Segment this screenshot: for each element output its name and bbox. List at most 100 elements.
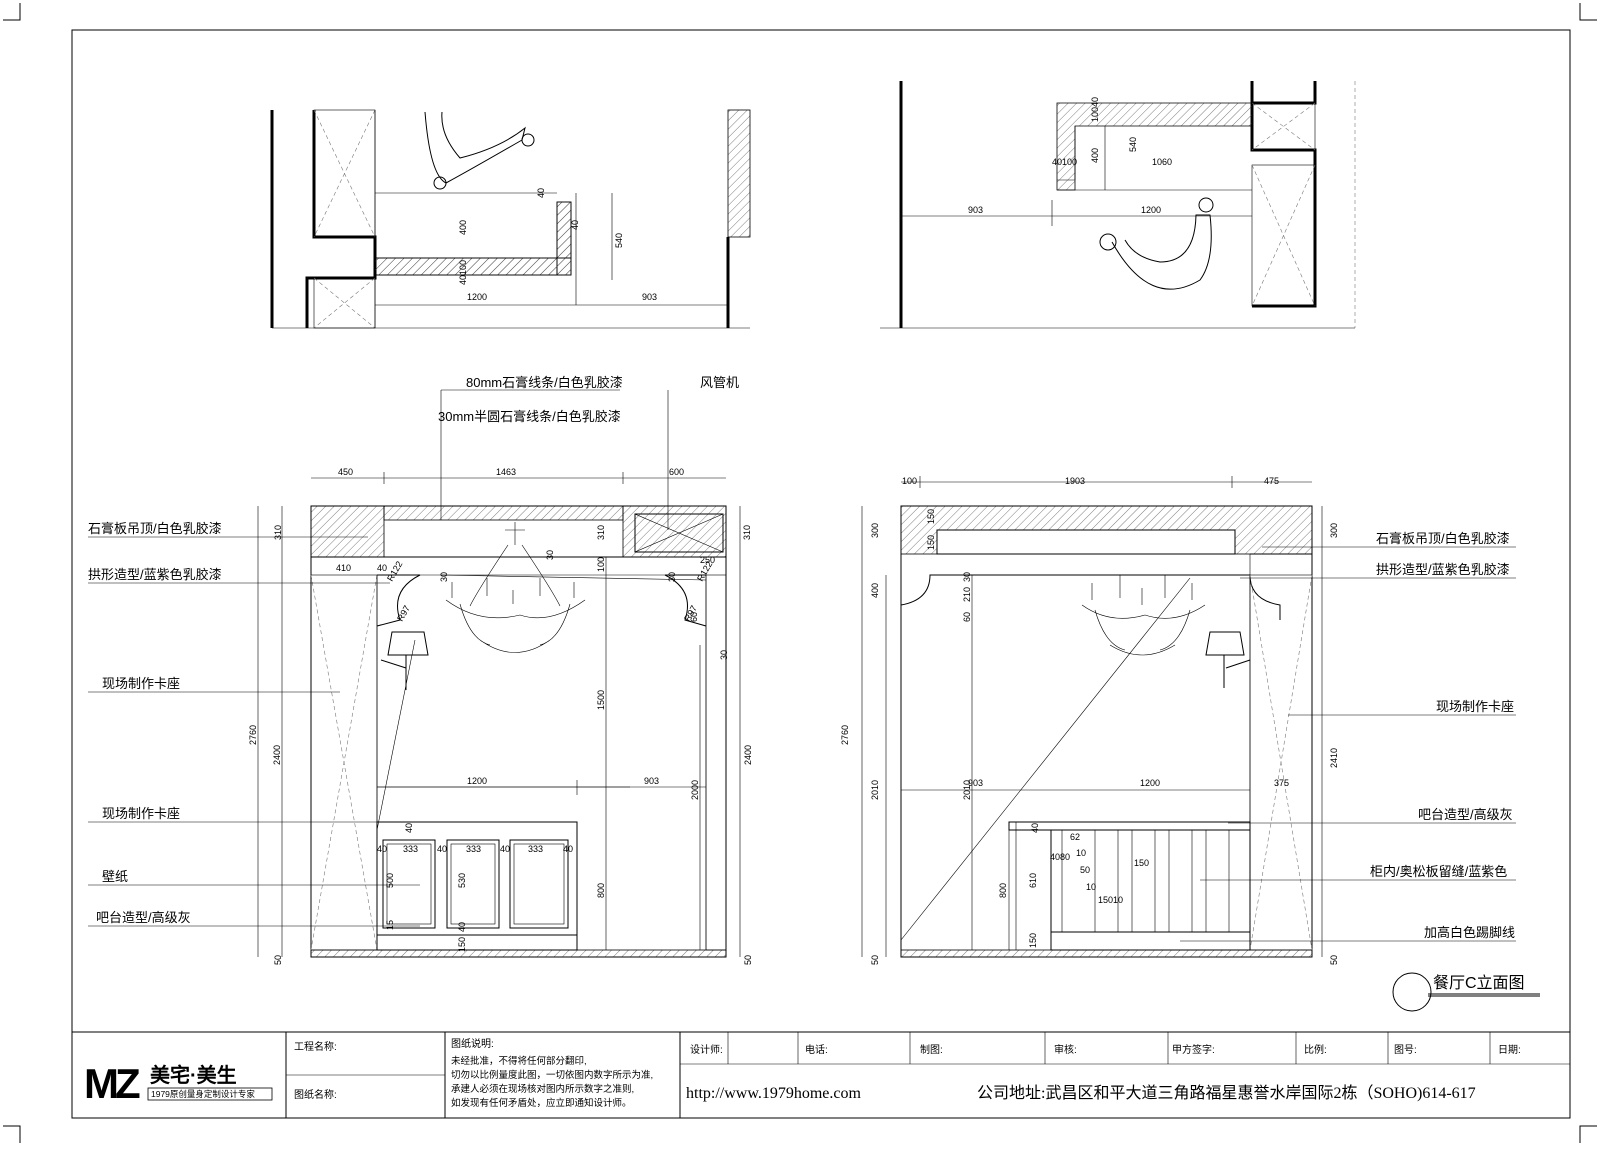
dim-label: 400	[1090, 148, 1100, 163]
dim-label: 30	[545, 550, 555, 560]
dim-label: 40	[536, 188, 546, 198]
note-bar: 吧台造型/高级灰	[1418, 807, 1513, 822]
dim-label: 2000	[690, 780, 700, 800]
dim-label: 903	[968, 205, 983, 215]
website-link[interactable]: http://www.1979home.com	[686, 1085, 862, 1102]
field-reviewer: 审核:	[1054, 1043, 1077, 1056]
title-block: MZ 美宅·美生 1979原创量身定制设计专家 工程名称: 图纸名称: 图纸说明…	[72, 1031, 1570, 1118]
dim-label: 450	[338, 467, 353, 477]
dim-label: 40	[457, 922, 467, 932]
field-designer: 设计师:	[690, 1043, 723, 1056]
dim-label: 530	[457, 873, 467, 888]
company-logo: MZ 美宅·美生 1979原创量身定制设计专家	[84, 1060, 273, 1107]
dim-label: 150	[457, 937, 467, 952]
dim-label: 40	[563, 844, 573, 854]
dim-label: 62	[1070, 832, 1080, 842]
dim-label: 50	[870, 955, 880, 965]
dim-label: 540	[614, 233, 624, 248]
dim-label: R122	[695, 559, 714, 583]
dim-label: 300	[870, 523, 880, 538]
dim-label: 10	[1086, 882, 1096, 892]
dim-label: 2400	[272, 745, 282, 765]
dim-label: 903	[642, 292, 657, 302]
corner-marks	[3, 3, 1597, 1143]
dim-label: 2010	[962, 780, 972, 800]
note-bar: 吧台造型/高级灰	[96, 910, 191, 925]
dim-label: 150	[926, 535, 936, 550]
dim-label: 40	[404, 823, 414, 833]
dim-label: 40	[437, 844, 447, 854]
dim-label: 50	[273, 955, 283, 965]
dim-label: 50	[743, 955, 753, 965]
note-seat-2: 现场制作卡座	[102, 806, 180, 821]
dim-label: 150	[926, 509, 936, 524]
logo-main-text: 美宅·美生	[150, 1063, 237, 1087]
dim-label: 310	[273, 525, 283, 540]
dim-label: 333	[528, 844, 543, 854]
dim-label: 250	[700, 555, 715, 565]
chair-icon	[424, 111, 535, 190]
note-seat: 现场制作卡座	[102, 676, 180, 691]
dim-label: 800	[596, 883, 606, 898]
dim-label: 150	[1028, 933, 1038, 948]
dim-label: 100	[902, 476, 917, 486]
dim-label: 1200	[1140, 778, 1160, 788]
drawing-title: 餐厅C立面图	[1392, 972, 1540, 1012]
dim-label: 15010	[1098, 895, 1123, 905]
dim-label: 475	[1264, 476, 1279, 486]
note-line: 切勿以比例量度此图，一切依图内数字所示为准,	[451, 1069, 653, 1081]
notes-title: 图纸说明:	[451, 1037, 494, 1050]
field-scale: 比例:	[1304, 1043, 1327, 1056]
chandelier-icon	[1081, 575, 1206, 656]
field-client-sign: 甲方签字:	[1172, 1043, 1215, 1056]
dim-label: 210	[962, 587, 972, 602]
company-address: 公司地址:武昌区和平大道三角路福星惠誉水岸国际2栋（SOHO)614-617	[977, 1084, 1476, 1102]
dim-label: 1200	[1141, 205, 1161, 215]
note-line: 如发现有任何矛盾处，应立即通知设计师。	[451, 1097, 632, 1109]
dim-label: 40	[570, 220, 580, 230]
elevation-left	[88, 389, 741, 958]
dim-label: 600	[669, 467, 684, 477]
dim-label: 333	[466, 844, 481, 854]
dim-label: 2410	[1329, 748, 1339, 768]
dim-label: 30	[719, 650, 729, 660]
dim-label: 540	[1128, 137, 1138, 152]
dim-label: 1903	[1065, 476, 1085, 486]
dim-label: 375	[1274, 778, 1289, 788]
dim-label: 800	[998, 883, 1008, 898]
note-line: 承建人必须在现场核对图内所示数字之准则,	[451, 1083, 634, 1095]
dim-label: 2760	[840, 725, 850, 745]
chair-icon	[1099, 197, 1214, 290]
dim-label: 2760	[248, 725, 258, 745]
dim-label: 10040	[1090, 97, 1100, 122]
note-molding-80: 80mm石膏线条/白色乳胶漆	[466, 375, 623, 390]
note-cabinet: 柜内/奥松板留缝/蓝紫色	[1370, 864, 1507, 879]
note-molding-30: 30mm半圆石膏线条/白色乳胶漆	[438, 409, 621, 424]
dim-label: 40	[377, 563, 387, 573]
dim-label: 410	[336, 563, 351, 573]
project-name-label: 工程名称:	[294, 1040, 337, 1053]
dim-label: 400	[458, 220, 468, 235]
dim-label: 40	[500, 844, 510, 854]
dim-label: 60	[962, 612, 972, 622]
note-arch: 拱形造型/蓝紫色乳胶漆	[1376, 562, 1510, 577]
field-draftsman: 制图:	[920, 1043, 943, 1056]
plan-view-left: 40 40 400 540 40100 1200 903	[270, 109, 751, 329]
dim-label: 150	[1134, 858, 1149, 868]
dim-label: 903	[644, 776, 659, 786]
dim-label: 4080	[1050, 852, 1070, 862]
logo-sub-text: 1979原创量身定制设计专家	[151, 1089, 255, 1099]
dim-label: 500	[385, 873, 395, 888]
dim-label: 40100	[1052, 157, 1077, 167]
dim-label: 40	[1030, 823, 1040, 833]
dim-label: 1200	[467, 292, 487, 302]
drawing-title-text: 餐厅C立面图	[1433, 974, 1525, 992]
dim-label: 333	[403, 844, 418, 854]
plan-view-right: 10040 540 400 40100 1060 903 1200	[880, 81, 1356, 329]
wall-sconce-icon	[380, 631, 429, 690]
elevation-right-texts: 石膏板吊顶/白色乳胶漆 拱形造型/蓝紫色乳胶漆 现场制作卡座 吧台造型/高级灰 …	[840, 476, 1540, 1012]
dim-label: 2400	[743, 745, 753, 765]
dim-label: 50	[1329, 955, 1339, 965]
note-ceiling: 石膏板吊顶/白色乳胶漆	[88, 521, 222, 536]
